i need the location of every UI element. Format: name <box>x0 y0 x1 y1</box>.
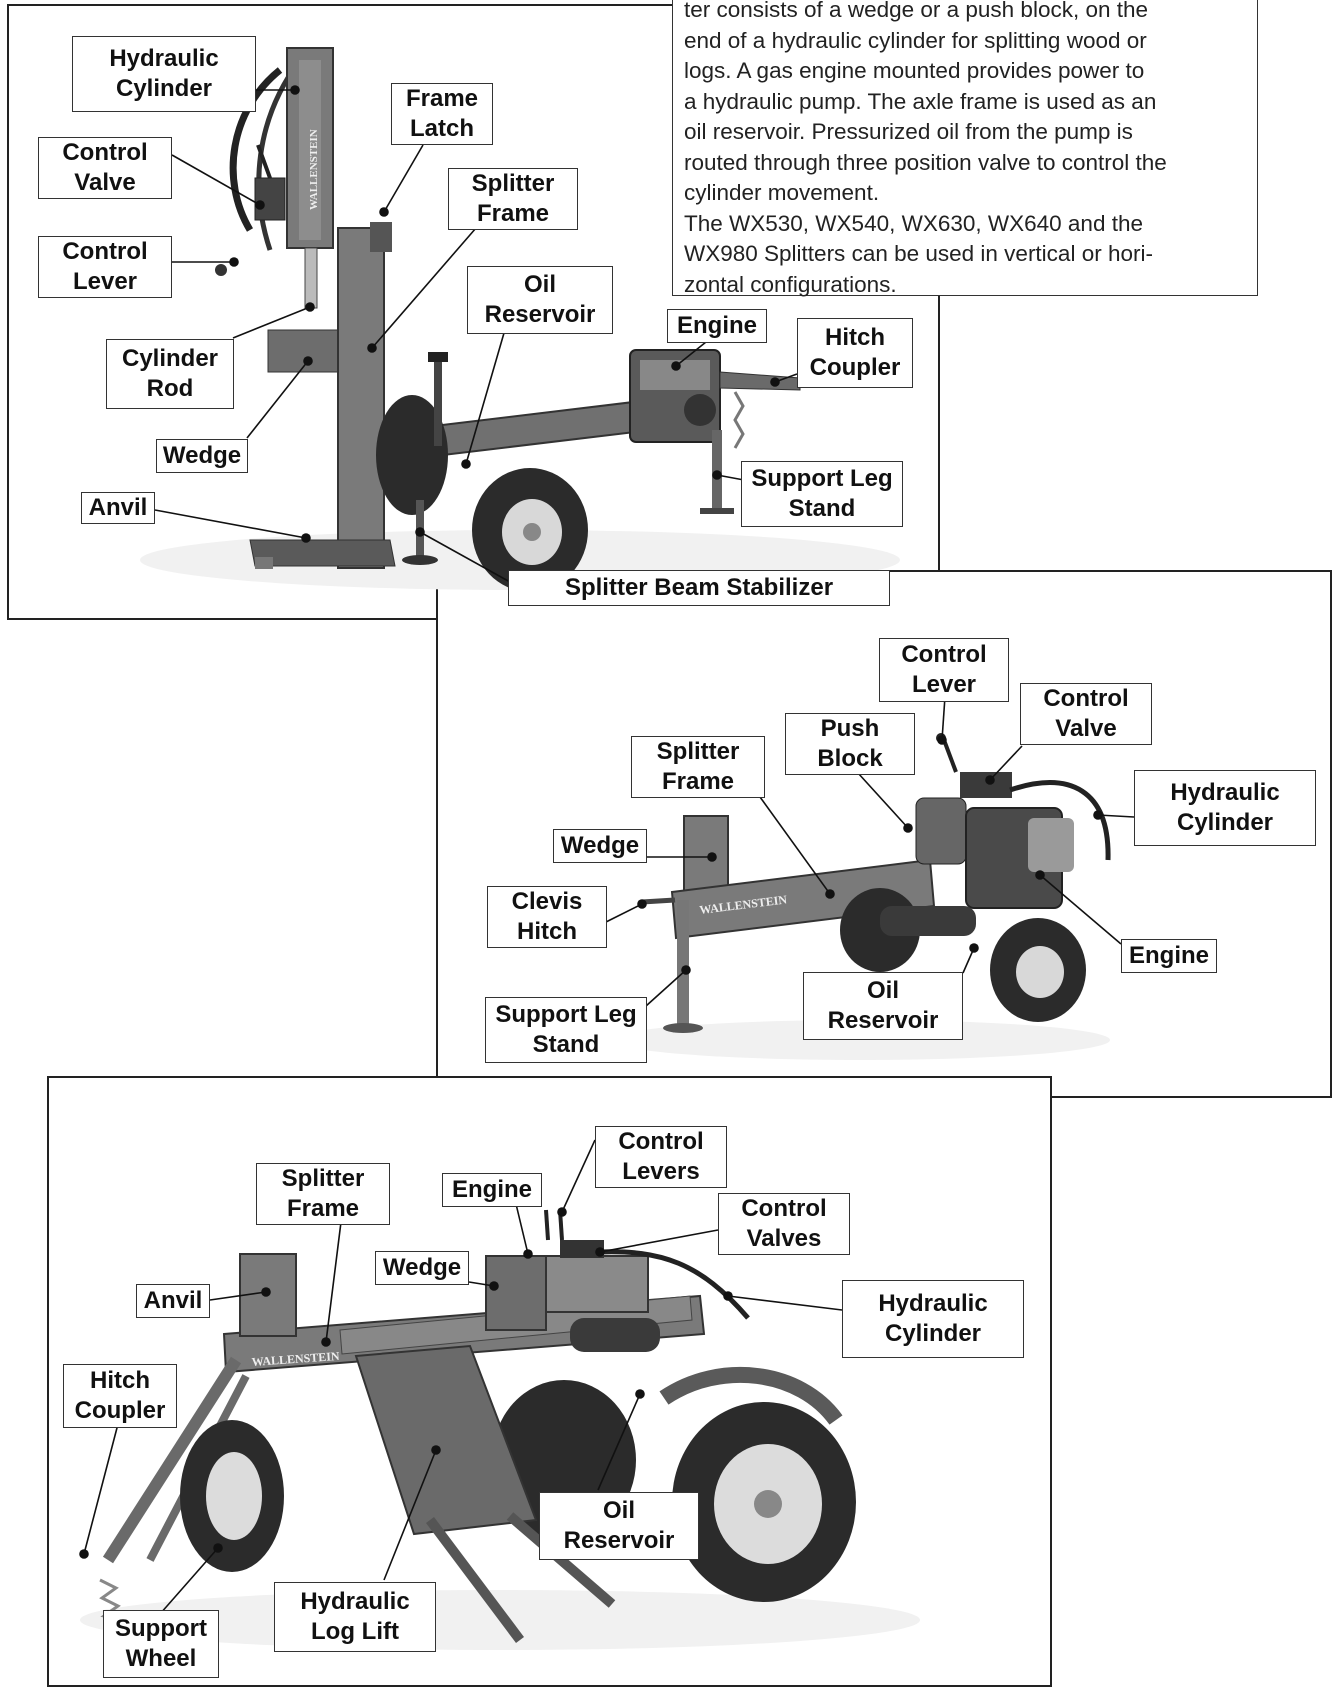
description-line: oil reservoir. Pressurized oil from the … <box>684 117 1247 148</box>
label-wedge: Wedge <box>553 829 647 863</box>
label-wedge: Wedge <box>375 1251 469 1285</box>
label-support-leg-stand: Support Leg Stand <box>485 997 647 1063</box>
label-frame-latch: Frame Latch <box>391 83 493 145</box>
description-line: logs. A gas engine mounted provides powe… <box>684 56 1247 87</box>
label-splitter-frame: Splitter Frame <box>448 168 578 230</box>
description-line: routed through three position valve to c… <box>684 148 1247 179</box>
label-splitter-frame: Splitter Frame <box>256 1163 390 1225</box>
label-hitch-coupler: Hitch Coupler <box>63 1364 177 1428</box>
description-line: ter consists of a wedge or a push block,… <box>684 0 1247 26</box>
description-line: cylinder movement. <box>684 178 1247 209</box>
label-anvil: Anvil <box>136 1284 210 1318</box>
label-splitter-frame: Splitter Frame <box>631 736 765 798</box>
label-control-valves: Control Valves <box>718 1193 850 1255</box>
description-line: a hydraulic pump. The axle frame is used… <box>684 87 1247 118</box>
description-line: zontal configurations. <box>684 270 1247 301</box>
label-support-wheel: Support Wheel <box>103 1610 219 1678</box>
label-splitter-beam-stabilizer: Splitter Beam Stabilizer <box>508 570 890 606</box>
label-hydraulic-cylinder: Hydraulic Cylinder <box>842 1280 1024 1358</box>
log-lift-splitter-drawing <box>80 1210 920 1650</box>
description-line: end of a hydraulic cylinder for splittin… <box>684 26 1247 57</box>
label-control-valve: Control Valve <box>38 137 172 199</box>
label-push-block: Push Block <box>785 713 915 775</box>
label-cylinder-rod: Cylinder Rod <box>106 339 234 409</box>
label-hydraulic-log-lift: Hydraulic Log Lift <box>274 1582 436 1652</box>
label-wedge: Wedge <box>156 439 248 473</box>
label-control-levers: Control Levers <box>595 1126 727 1188</box>
description-line: The WX530, WX540, WX630, WX640 and the <box>684 209 1247 240</box>
label-engine: Engine <box>667 309 767 343</box>
label-anvil: Anvil <box>81 492 155 524</box>
label-hydraulic-cylinder: Hydraulic Cylinder <box>1134 770 1316 846</box>
description-box: ter consists of a wedge or a push block,… <box>672 0 1258 296</box>
panel1-brand-plate: WALLENSTEIN <box>308 129 320 210</box>
label-oil-reservoir: Oil Reservoir <box>467 266 613 334</box>
label-control-lever: Control Lever <box>38 236 172 298</box>
label-oil-reservoir: Oil Reservoir <box>803 972 963 1040</box>
label-oil-reservoir: Oil Reservoir <box>539 1492 699 1560</box>
label-support-leg-stand: Support Leg Stand <box>741 461 903 527</box>
label-engine: Engine <box>1121 939 1217 973</box>
label-control-valve: Control Valve <box>1020 683 1152 745</box>
label-control-lever: Control Lever <box>879 638 1009 702</box>
label-hydraulic-cylinder: Hydraulic Cylinder <box>72 36 256 112</box>
label-engine: Engine <box>442 1173 542 1207</box>
label-hitch-coupler: Hitch Coupler <box>797 318 913 388</box>
description-line: WX980 Splitters can be used in vertical … <box>684 239 1247 270</box>
label-clevis-hitch: Clevis Hitch <box>487 886 607 948</box>
